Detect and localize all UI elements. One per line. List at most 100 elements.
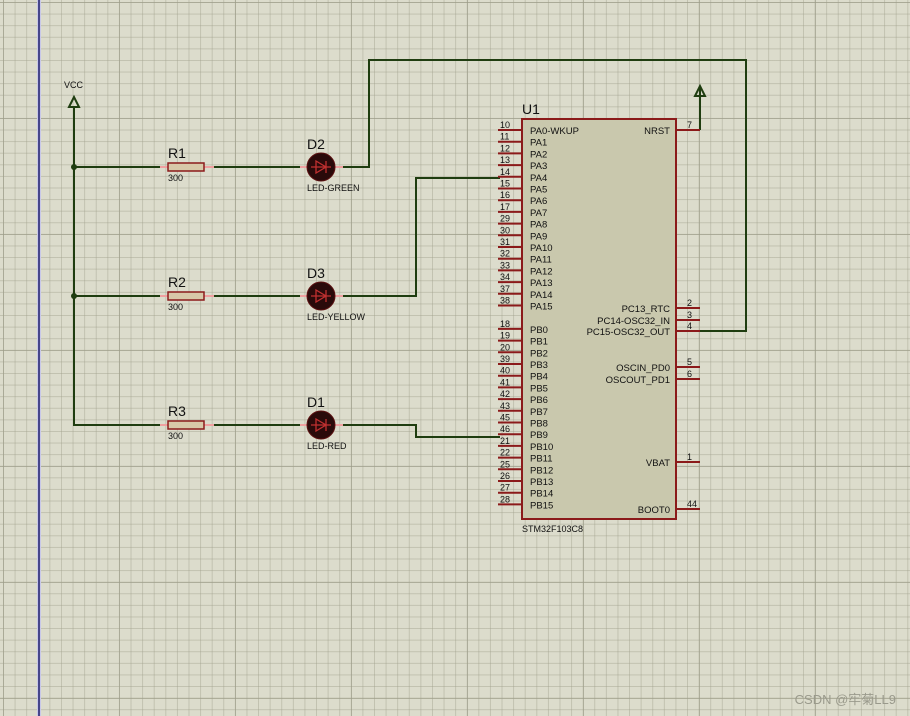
pin-name: PB9 (530, 430, 548, 441)
pin-name: OSCIN_PD0 (616, 363, 670, 374)
pin-number: 17 (500, 202, 510, 212)
pin-name: NRST (644, 126, 670, 137)
pin-number: 22 (500, 448, 510, 458)
pin-name: PA6 (530, 196, 547, 207)
wires (71, 59, 747, 438)
pin-number: 3 (687, 310, 692, 320)
pin-number: 21 (500, 436, 510, 446)
diode-symbol-icon (311, 288, 331, 304)
pin-name: PA12 (530, 266, 553, 277)
pin-number: 28 (500, 494, 510, 504)
pin-number: 2 (687, 298, 692, 308)
pin-number: 11 (500, 132, 509, 142)
wire-d3-pa4[interactable] (340, 177, 500, 297)
resistor-r2[interactable]: R2 300 (160, 274, 214, 312)
pin-number: 5 (687, 357, 692, 367)
pin-name: BOOT0 (638, 505, 670, 516)
pin-name: PC15-OSC32_OUT (587, 327, 671, 338)
vcc-terminal[interactable]: VCC (64, 80, 84, 108)
resistor-body[interactable] (167, 162, 205, 172)
pin-number: 6 (687, 369, 692, 379)
resistor-body[interactable] (167, 291, 205, 301)
pin-number: 20 (500, 342, 510, 352)
pin-number: 41 (500, 377, 510, 387)
pin-name: OSCOUT_PD1 (606, 375, 670, 386)
wire-vcc-bus[interactable] (73, 107, 168, 426)
pin-name: PA4 (530, 173, 547, 184)
pin-name: PB5 (530, 383, 548, 394)
mcu-u1[interactable]: U1 STM32F103C8 10PA0-WKUP11PA112PA213PA3… (498, 101, 700, 534)
resistor-value: 300 (168, 302, 183, 312)
pin-name: PA13 (530, 278, 553, 289)
pin-number: 38 (500, 296, 510, 306)
pin-name: PC13_RTC (622, 304, 671, 315)
pin-number: 43 (500, 401, 510, 411)
wire-d1-pb9[interactable] (340, 424, 500, 438)
pin-name: PB7 (530, 407, 548, 418)
wire-d2-pc15[interactable] (340, 59, 747, 332)
pin-number: 15 (500, 179, 510, 189)
pin-number: 25 (500, 459, 510, 469)
pin-name: PA0-WKUP (530, 126, 579, 137)
pin-name: PB6 (530, 395, 548, 406)
junction-dot (71, 164, 77, 170)
pin-number: 37 (500, 284, 510, 294)
resistor-body[interactable] (167, 420, 205, 430)
mcu-left-pins: 10PA0-WKUP11PA112PA213PA314PA415PA516PA6… (498, 120, 579, 511)
led-value: LED-RED (307, 441, 347, 451)
resistor-ref: R2 (168, 274, 186, 290)
pin-name: PB11 (530, 454, 553, 465)
pin-number: 42 (500, 389, 510, 399)
junction-dot (71, 293, 77, 299)
pin-name: PA5 (530, 185, 547, 196)
pin-name: PB10 (530, 442, 553, 453)
